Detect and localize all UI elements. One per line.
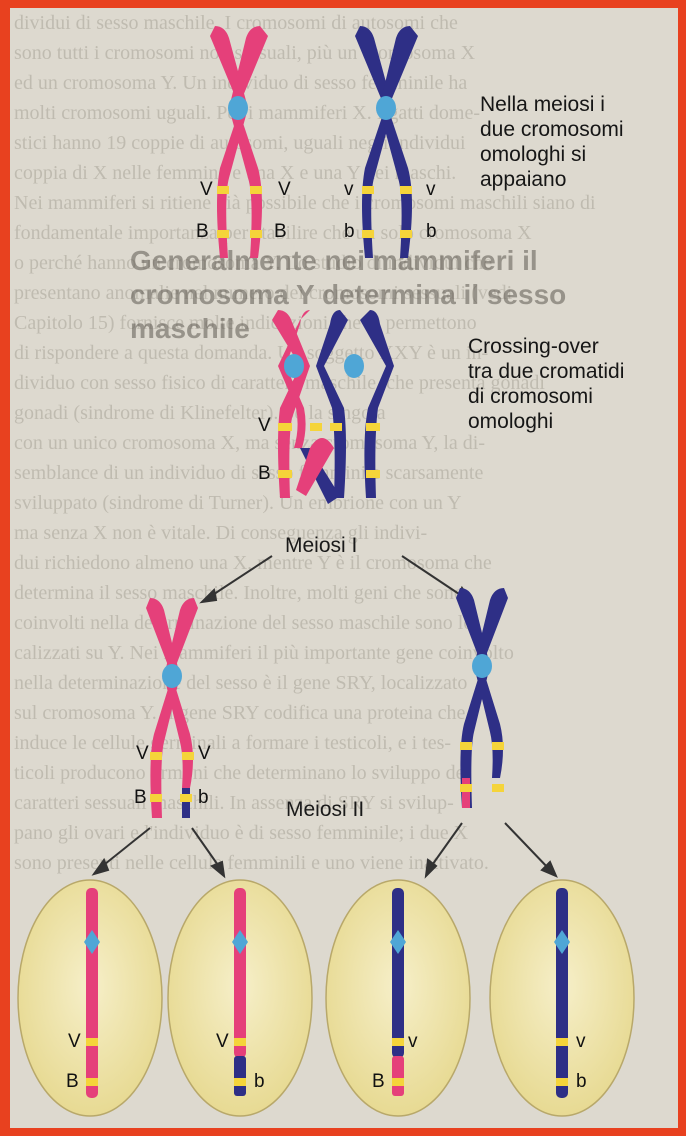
centromere-icon xyxy=(228,96,248,120)
meiosis-2-arrows xyxy=(94,823,556,876)
gamete-cell-4 xyxy=(490,880,634,1116)
pink-dyad xyxy=(146,598,198,818)
allele-label: B xyxy=(372,1072,385,1091)
allele-label: v xyxy=(426,180,436,199)
allele-label: b xyxy=(426,222,437,241)
allele-label: B xyxy=(134,788,147,807)
allele-label: B xyxy=(258,464,271,483)
blue-homolog-pair-top xyxy=(355,26,418,258)
allele-label: V xyxy=(278,180,291,199)
meiosis-1-arrows xyxy=(202,556,472,602)
blue-dyad xyxy=(456,588,508,808)
allele-label: V xyxy=(136,744,149,763)
centromere-icon xyxy=(162,664,182,688)
allele-label: v xyxy=(344,180,354,199)
centromere-icon xyxy=(472,654,492,678)
allele-label: V xyxy=(258,416,271,435)
allele-label: b xyxy=(576,1072,587,1091)
allele-label: b xyxy=(344,222,355,241)
meiosis-1-label: Meiosi I xyxy=(285,534,357,558)
centromere-icon xyxy=(344,354,364,378)
gamete-cell-2 xyxy=(168,880,312,1116)
allele-label: V xyxy=(68,1032,81,1051)
pairing-caption: Nella meiosi i due cromosomi omologhi si… xyxy=(480,92,624,192)
crossing-over-pair xyxy=(272,310,394,504)
meiosis-2-label: Meiosi II xyxy=(286,798,364,822)
allele-label: B xyxy=(274,222,287,241)
allele-label: B xyxy=(66,1072,79,1091)
gamete-cell-3 xyxy=(326,880,470,1116)
allele-label: v xyxy=(408,1032,418,1051)
allele-label: V xyxy=(198,744,211,763)
allele-label: b xyxy=(254,1072,265,1091)
pink-homolog-pair-top xyxy=(210,26,268,258)
allele-label: v xyxy=(576,1032,586,1051)
gamete-cell-1 xyxy=(18,880,162,1116)
allele-label: B xyxy=(196,222,209,241)
centromere-icon xyxy=(284,354,304,378)
allele-label: b xyxy=(198,788,209,807)
allele-label: V xyxy=(200,180,213,199)
textbook-page: dividui di sesso maschile. I cromosomi d… xyxy=(10,8,678,1128)
allele-label: V xyxy=(216,1032,229,1051)
crossing-over-caption: Crossing-over tra due cromatidi di cromo… xyxy=(468,334,624,434)
centromere-icon xyxy=(376,96,396,120)
